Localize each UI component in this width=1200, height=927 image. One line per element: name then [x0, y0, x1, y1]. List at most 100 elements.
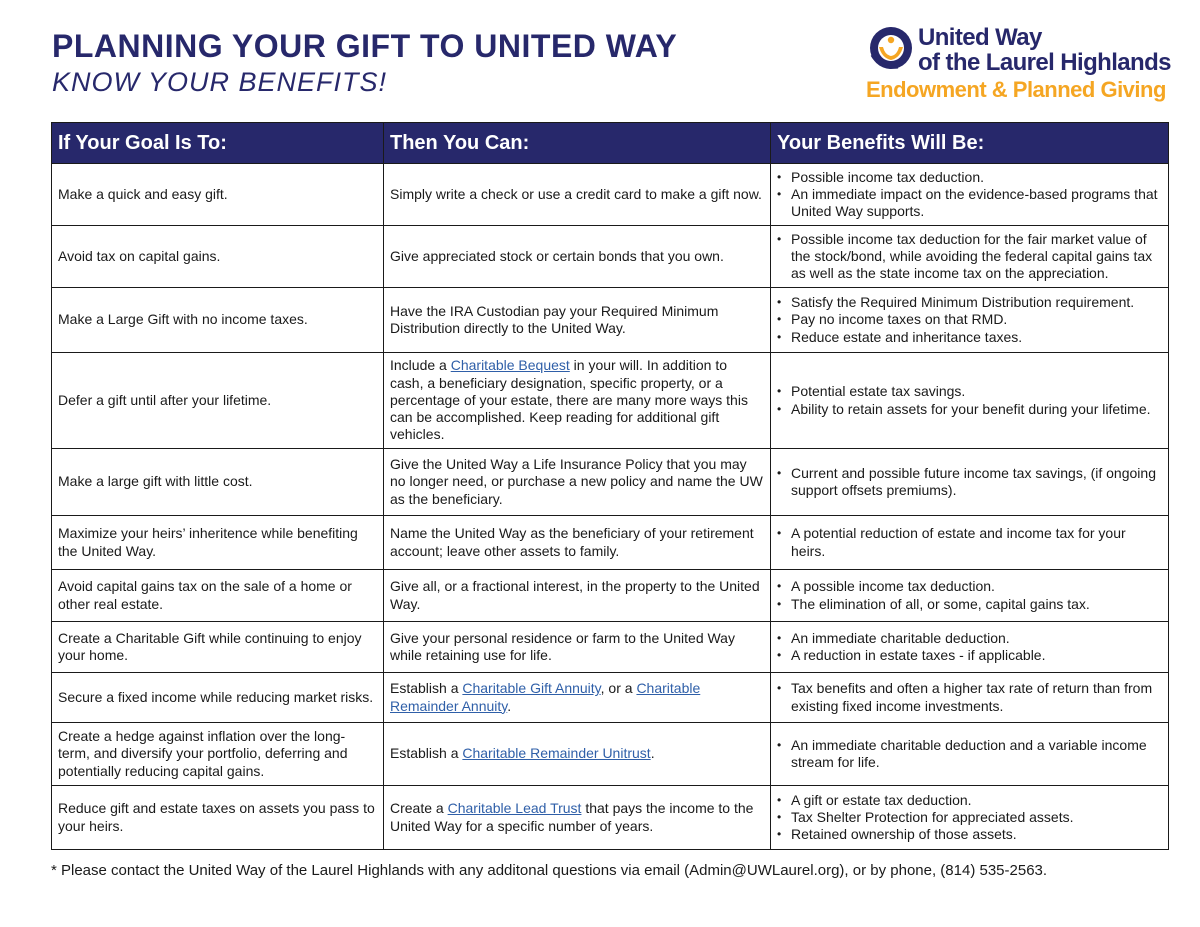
benefits-cell: Current and possible future income tax s…: [770, 448, 1169, 516]
table-row: Reduce gift and estate taxes on assets y…: [51, 785, 1169, 850]
united-way-hand-icon: [870, 27, 912, 69]
benefit-item: An immediate charitable deduction.: [777, 630, 1162, 648]
united-way-logo: United Way of the Laurel Highlands Endow…: [866, 22, 1176, 104]
gift-vehicle-link[interactable]: Charitable Lead Trust: [447, 800, 582, 817]
action-text: in your will. In addition to cash, a ben…: [390, 357, 748, 443]
benefit-item: Current and possible future income tax s…: [777, 465, 1162, 500]
benefit-item: An immediate impact on the evidence-base…: [777, 186, 1162, 221]
goal-cell: Avoid tax on capital gains.: [51, 225, 384, 288]
benefits-cell: Potential estate tax savings.Ability to …: [770, 352, 1169, 449]
table-row: Create a Charitable Gift while continuin…: [51, 621, 1169, 673]
logo-text-united-way: United Way: [918, 24, 1042, 51]
action-text: Give appreciated stock or certain bonds …: [390, 247, 724, 264]
gift-vehicle-link[interactable]: Charitable Gift Annuity: [462, 680, 601, 697]
benefits-list: A gift or estate tax deduction.Tax Shelt…: [777, 792, 1162, 844]
table-header-row: If Your Goal Is To: Then You Can: Your B…: [51, 122, 1169, 164]
column-header-benefits: Your Benefits Will Be:: [770, 122, 1169, 164]
benefit-item: Reduce estate and inheritance taxes.: [777, 329, 1162, 347]
table-row: Make a large gift with little cost.Give …: [51, 448, 1169, 516]
action-cell: Give all, or a fractional interest, in t…: [383, 569, 771, 622]
logo-text-endowment: Endowment & Planned Giving: [866, 77, 1166, 102]
benefits-list: Current and possible future income tax s…: [777, 465, 1162, 500]
benefit-item: A potential reduction of estate and inco…: [777, 525, 1162, 560]
action-text: Give all, or a fractional interest, in t…: [390, 578, 760, 612]
goal-cell: Defer a gift until after your lifetime.: [51, 352, 384, 449]
benefit-item: An immediate charitable deduction and a …: [777, 737, 1162, 772]
benefits-list: Tax benefits and often a higher tax rate…: [777, 680, 1162, 715]
action-cell: Establish a Charitable Remainder Unitrus…: [383, 722, 771, 786]
action-text: Create a: [390, 800, 448, 817]
table-row: Avoid tax on capital gains. Give apprecia…: [51, 225, 1169, 288]
action-cell: Give your personal residence or farm to …: [383, 621, 771, 673]
benefits-cell: A potential reduction of estate and inco…: [770, 515, 1169, 570]
table-row: Secure a fixed income while reducing mar…: [51, 672, 1169, 723]
table-row: Create a hedge against inflation over th…: [51, 722, 1169, 786]
benefit-item: Satisfy the Required Minimum Distributio…: [777, 294, 1162, 312]
benefit-item: Potential estate tax savings.: [777, 383, 1162, 401]
benefit-item: Tax Shelter Protection for appreciated a…: [777, 809, 1162, 827]
benefit-item: Possible income tax deduction.: [777, 169, 1162, 187]
action-cell: Include a Charitable Bequest in your wil…: [383, 352, 771, 449]
benefit-item: A possible income tax deduction.: [777, 578, 1162, 596]
goal-cell: Maximize your heirs’ inheritence while b…: [51, 515, 384, 570]
benefits-cell: Satisfy the Required Minimum Distributio…: [770, 287, 1169, 353]
action-cell: Have the IRA Custodian pay your Required…: [383, 287, 771, 353]
gift-vehicle-link[interactable]: Charitable Remainder Annuity: [390, 680, 701, 714]
benefits-list: Possible income tax deduction for the fa…: [777, 231, 1162, 283]
benefits-table: If Your Goal Is To: Then You Can: Your B…: [51, 122, 1169, 850]
goal-cell: Create a Charitable Gift while continuin…: [51, 621, 384, 673]
benefits-list: Potential estate tax savings.Ability to …: [777, 383, 1162, 418]
goal-cell: Make a Large Gift with no income taxes.: [51, 287, 384, 353]
logo-text-laurel-highlands: of the Laurel Highlands: [918, 49, 1171, 76]
column-header-action: Then You Can:: [383, 122, 771, 164]
gift-vehicle-link[interactable]: Charitable Bequest: [450, 357, 570, 374]
contact-footnote: * Please contact the United Way of the L…: [51, 862, 1048, 879]
action-cell: Give appreciated stock or certain bonds …: [383, 225, 771, 288]
benefit-item: A reduction in estate taxes - if applica…: [777, 647, 1162, 665]
benefit-item: Pay no income taxes on that RMD.: [777, 311, 1162, 329]
table-row: Defer a gift until after your lifetime.I…: [51, 352, 1169, 449]
action-cell: Establish a Charitable Gift Annuity, or …: [383, 672, 771, 723]
benefits-cell: Possible income tax deduction for the fa…: [770, 225, 1169, 288]
goal-cell: Make a quick and easy gift.: [51, 163, 384, 226]
benefits-list: An immediate charitable deduction.A redu…: [777, 630, 1162, 665]
action-text: , or a: [600, 680, 637, 697]
table-row: Avoid capital gains tax on the sale of a…: [51, 569, 1169, 622]
benefits-cell: An immediate charitable deduction.A redu…: [770, 621, 1169, 673]
goal-cell: Secure a fixed income while reducing mar…: [51, 672, 384, 723]
table-row: Maximize your heirs’ inheritence while b…: [51, 515, 1169, 570]
benefits-cell: Possible income tax deduction.An immedia…: [770, 163, 1169, 226]
column-header-goal: If Your Goal Is To:: [51, 122, 384, 164]
action-text: Establish a: [390, 745, 463, 762]
benefits-list: Satisfy the Required Minimum Distributio…: [777, 294, 1162, 346]
goal-cell: Make a large gift with little cost.: [51, 448, 384, 516]
benefits-list: A potential reduction of estate and inco…: [777, 525, 1162, 560]
action-text: Include a: [390, 357, 451, 374]
benefits-list: An immediate charitable deduction and a …: [777, 737, 1162, 772]
page-title: PLANNING YOUR GIFT TO UNITED WAY: [52, 28, 678, 64]
action-cell: Give the United Way a Life Insurance Pol…: [383, 448, 771, 516]
benefits-list: Possible income tax deduction.An immedia…: [777, 169, 1162, 221]
benefit-item: Retained ownership of those assets.: [777, 826, 1162, 844]
benefits-cell: An immediate charitable deduction and a …: [770, 722, 1169, 786]
benefit-item: Ability to retain assets for your benefi…: [777, 401, 1162, 419]
benefits-cell: A possible income tax deduction.The elim…: [770, 569, 1169, 622]
benefit-item: Tax benefits and often a higher tax rate…: [777, 680, 1162, 715]
action-cell: Simply write a check or use a credit car…: [383, 163, 771, 226]
table-row: Make a quick and easy gift. Simply write …: [51, 163, 1169, 226]
action-text: Have the IRA Custodian pay your Required…: [390, 302, 719, 336]
action-cell: Create a Charitable Lead Trust that pays…: [383, 785, 771, 850]
benefits-cell: Tax benefits and often a higher tax rate…: [770, 672, 1169, 723]
action-cell: Name the United Way as the beneficiary o…: [383, 515, 771, 570]
table-row: Make a Large Gift with no income taxes.H…: [51, 287, 1169, 353]
goal-cell: Create a hedge against inflation over th…: [51, 722, 384, 786]
benefit-item: Possible income tax deduction for the fa…: [777, 231, 1162, 283]
action-text: that pays the income to the United Way f…: [390, 800, 754, 834]
benefits-cell: A gift or estate tax deduction.Tax Shelt…: [770, 785, 1169, 850]
page-subtitle: KNOW YOUR BENEFITS!: [52, 67, 388, 97]
benefit-item: A gift or estate tax deduction.: [777, 792, 1162, 810]
action-text: Simply write a check or use a credit car…: [390, 185, 762, 202]
action-text: Name the United Way as the beneficiary o…: [390, 525, 754, 559]
action-text: .: [507, 697, 512, 714]
gift-vehicle-link[interactable]: Charitable Remainder Unitrust: [462, 745, 651, 762]
